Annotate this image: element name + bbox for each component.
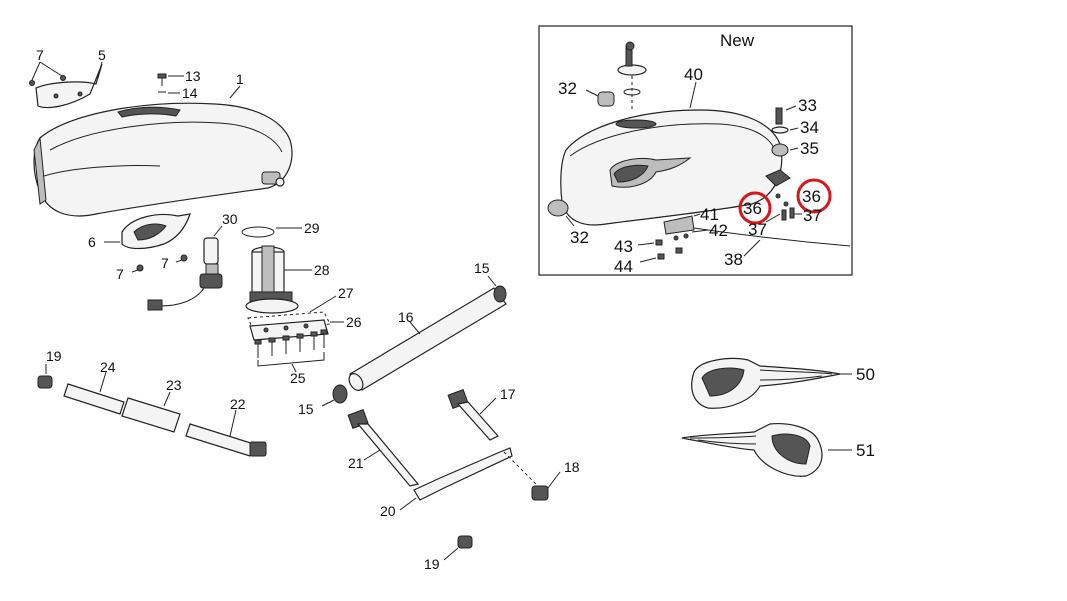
label-37b: 37	[803, 206, 822, 225]
pump-mount-plate: 27 26 25	[247, 285, 362, 386]
label-5: 5	[98, 47, 106, 63]
label-1: 1	[236, 71, 244, 87]
label-7a: 7	[36, 47, 44, 63]
label-41: 41	[700, 205, 719, 224]
label-30: 30	[222, 211, 238, 227]
mount-bracket: 17 21 20 18 19	[347, 386, 580, 572]
label-34: 34	[800, 118, 819, 137]
side-cover	[35, 63, 103, 109]
highlight-36-left	[738, 191, 772, 225]
label-35: 35	[800, 139, 819, 158]
fuel-gauge-unit: 30	[147, 211, 238, 311]
label-28: 28	[314, 262, 330, 278]
label-24: 24	[100, 359, 116, 375]
fuel-pump: 28	[245, 245, 330, 314]
fuel-tank-assembly: 1 5 7 13 14 6 7 7	[29, 47, 580, 572]
new-tank-inset: New 40 32 32 33 34 35	[538, 25, 853, 276]
label-7c: 7	[161, 255, 169, 271]
label-43: 43	[614, 237, 633, 256]
label-27: 27	[338, 285, 354, 301]
label-18: 18	[564, 459, 580, 475]
label-44: 44	[614, 257, 633, 276]
label-33: 33	[798, 96, 817, 115]
label-19b: 19	[424, 556, 440, 572]
label-36a: 36	[743, 199, 762, 218]
label-37a: 37	[748, 220, 767, 239]
label-25: 25	[290, 370, 306, 386]
label-38: 38	[724, 250, 743, 269]
emblem-50: 50	[691, 357, 875, 409]
label-14: 14	[182, 85, 198, 101]
label-6: 6	[88, 234, 96, 250]
label-36b: 36	[802, 187, 821, 206]
highlight-36-right	[796, 178, 832, 214]
label-29: 29	[304, 220, 320, 236]
label-15b: 15	[298, 401, 314, 417]
label-7b: 7	[116, 266, 124, 282]
label-32a: 32	[558, 79, 577, 98]
emblem-51: 51	[681, 423, 875, 477]
label-23: 23	[166, 377, 182, 393]
label-22: 22	[230, 396, 246, 412]
label-50: 50	[856, 365, 875, 384]
label-20: 20	[380, 503, 396, 519]
label-15a: 15	[474, 260, 490, 276]
label-13: 13	[185, 68, 201, 84]
crossbar-tube: 16 15 15	[298, 260, 507, 417]
spacer-set: 19 24 23 22	[37, 348, 267, 457]
label-16: 16	[398, 309, 414, 325]
label-32b: 32	[570, 228, 589, 247]
label-17: 17	[500, 386, 516, 402]
label-40: 40	[684, 65, 703, 84]
label-26: 26	[346, 314, 362, 330]
label-51: 51	[856, 441, 875, 460]
inset-title: New	[720, 31, 755, 50]
label-19a: 19	[46, 348, 62, 364]
label-42: 42	[709, 221, 728, 240]
label-21: 21	[348, 455, 364, 471]
fuel-cap	[617, 41, 647, 112]
fuel-tank	[33, 102, 293, 217]
